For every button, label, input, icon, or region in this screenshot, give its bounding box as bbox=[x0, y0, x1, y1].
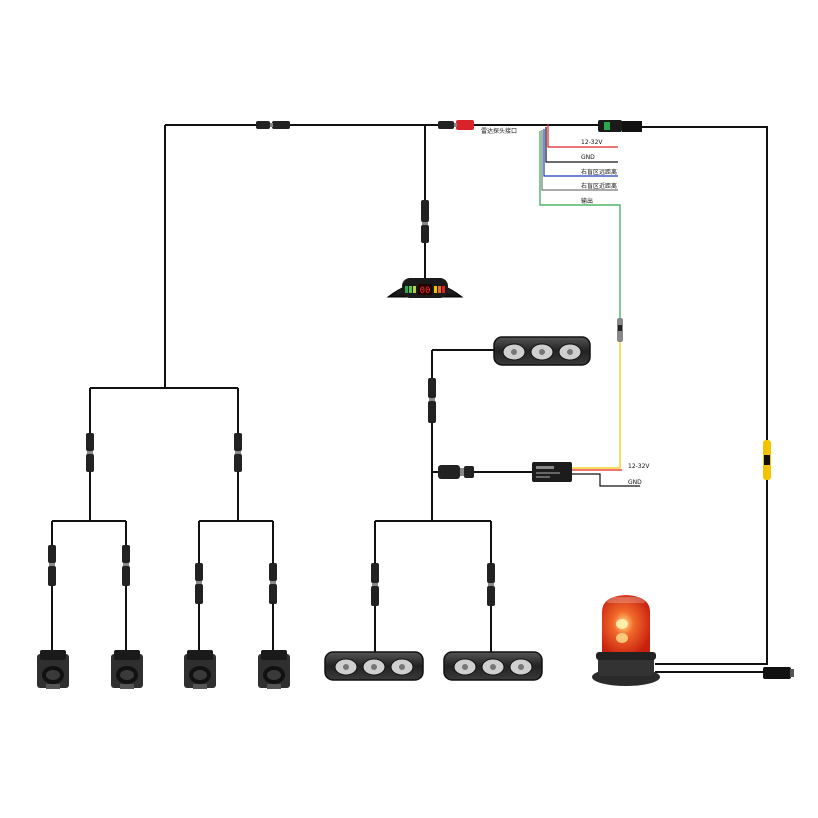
signal-wires bbox=[539, 124, 640, 487]
connector-top-left bbox=[256, 121, 290, 129]
warning-beacon bbox=[592, 595, 660, 686]
label-relay-gnd: GND bbox=[628, 479, 642, 486]
connector-lamp-left bbox=[371, 563, 379, 606]
radar-display: 00 bbox=[386, 278, 464, 298]
connector-left-a bbox=[86, 433, 94, 472]
relay-module bbox=[532, 462, 572, 482]
connector-lamp-top bbox=[428, 378, 436, 423]
display-readout: 00 bbox=[420, 286, 431, 296]
label-right-blind-near: 右盲区近距离 bbox=[581, 182, 617, 190]
power-plug bbox=[763, 667, 794, 679]
sensor-4 bbox=[258, 650, 290, 689]
labels: 雷达探头接口 12-32V GND 右盲区远距离 右盲区近距离 输出 12-32… bbox=[481, 127, 650, 486]
connector-left-b bbox=[234, 433, 242, 472]
connector-lamp-right bbox=[487, 563, 495, 606]
sensor-2 bbox=[111, 650, 143, 689]
connector-display bbox=[421, 200, 429, 243]
sensor-3 bbox=[184, 650, 216, 689]
connector-sensor-4 bbox=[269, 563, 277, 604]
work-lamp-top bbox=[493, 336, 591, 366]
connector-relay bbox=[438, 465, 474, 479]
connector-control-box bbox=[598, 120, 642, 132]
connector-signal-inline bbox=[617, 318, 623, 342]
label-radar-port: 雷达探头接口 bbox=[481, 127, 517, 135]
main-wires bbox=[51, 124, 773, 673]
connector-sensor-3 bbox=[195, 563, 203, 604]
connector-sensor-1 bbox=[48, 545, 56, 586]
fuse-holder bbox=[763, 440, 771, 480]
label-gnd: GND bbox=[581, 154, 595, 161]
connectors bbox=[48, 120, 794, 679]
label-relay-12-32v: 12-32V bbox=[628, 463, 650, 470]
sensors bbox=[37, 650, 290, 689]
work-lamp-right bbox=[443, 651, 543, 681]
label-12-32v: 12-32V bbox=[581, 139, 603, 146]
work-lamp-left bbox=[324, 651, 424, 681]
label-right-blind-far: 右盲区远距离 bbox=[581, 168, 617, 176]
sensor-1 bbox=[37, 650, 69, 689]
connector-sensor-2 bbox=[122, 545, 130, 586]
label-output: 输出 bbox=[581, 197, 593, 205]
work-lamps bbox=[324, 336, 591, 681]
connector-radar-port bbox=[438, 120, 474, 130]
